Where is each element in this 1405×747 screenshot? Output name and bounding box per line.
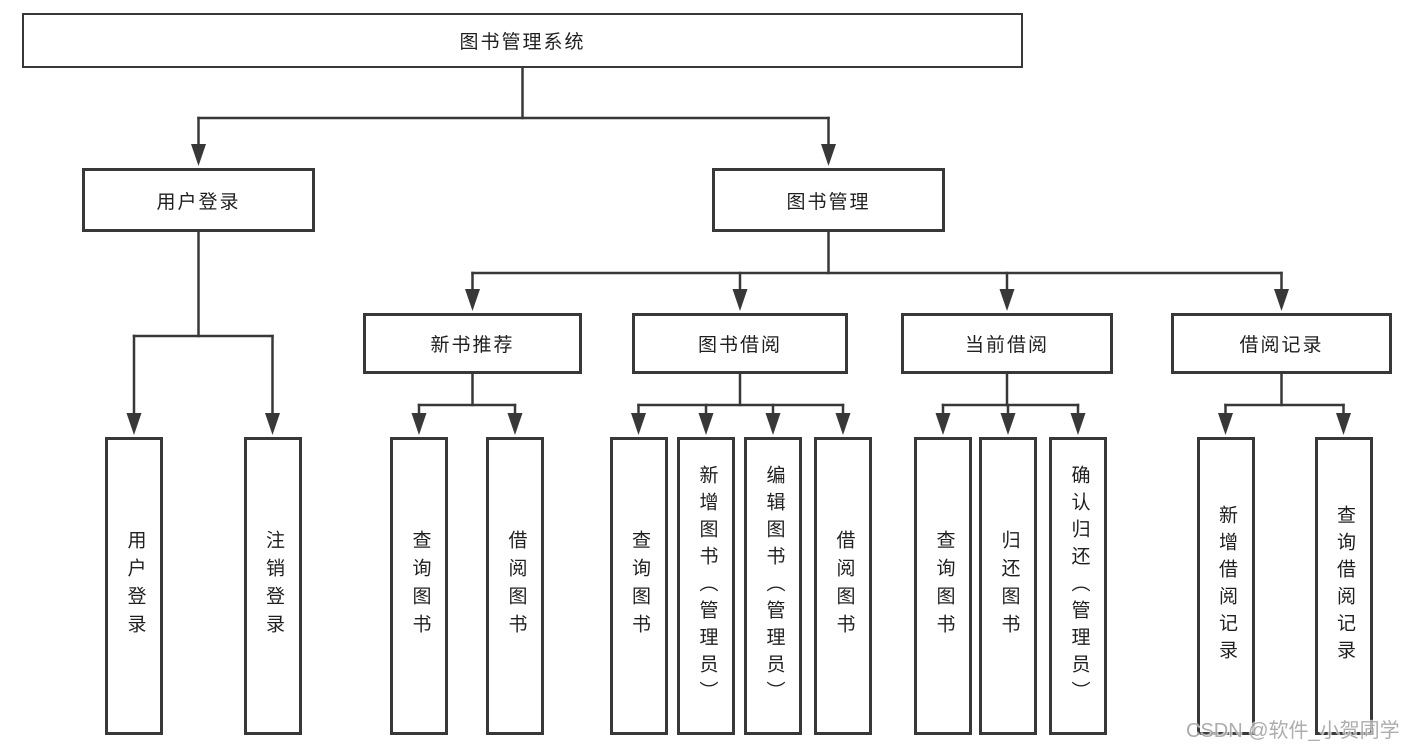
leaf-add-borrow-record: 新增借阅记录 bbox=[1196, 437, 1255, 735]
node-current-borrow: 当前借阅 bbox=[901, 313, 1113, 374]
leaf-return-books-label: 归还图书 bbox=[998, 530, 1020, 642]
leaf-query-borrow-record: 查询借阅记录 bbox=[1314, 437, 1373, 735]
leaf-edit-books-admin-label: 编辑图书（管理员） bbox=[763, 464, 785, 708]
leaf-logout-label: 注销登录 bbox=[262, 530, 284, 642]
leaf-borrow-books: 借阅图书 bbox=[814, 437, 872, 735]
node-book-borrow-label: 图书借阅 bbox=[697, 335, 782, 356]
leaf-return-books: 归还图书 bbox=[979, 437, 1037, 735]
node-book-management-label: 图书管理 bbox=[786, 191, 871, 213]
leaf-edit-books-admin: 编辑图书（管理员） bbox=[744, 437, 802, 735]
node-library-system-label: 图书管理系统 bbox=[459, 32, 586, 53]
leaf-confirm-return-admin-label: 确认归还（管理员） bbox=[1068, 464, 1090, 708]
leaf-recommend-query-books-label: 查询图书 bbox=[409, 530, 431, 642]
node-book-borrow: 图书借阅 bbox=[632, 313, 848, 374]
leaf-add-books-admin-label: 新增图书（管理员） bbox=[696, 464, 718, 708]
node-borrow-records: 借阅记录 bbox=[1171, 313, 1392, 374]
leaf-add-books-admin: 新增图书（管理员） bbox=[677, 437, 735, 735]
node-new-book-recommend: 新书推荐 bbox=[363, 313, 582, 374]
leaf-borrow-query-books: 查询图书 bbox=[609, 437, 668, 735]
node-current-borrow-label: 当前借阅 bbox=[964, 335, 1049, 356]
leaf-borrow-query-books-label: 查询图书 bbox=[628, 530, 650, 642]
node-book-management: 图书管理 bbox=[712, 168, 945, 232]
leaf-recommend-borrow-books-label: 借阅图书 bbox=[505, 530, 527, 642]
leaf-recommend-query-books: 查询图书 bbox=[390, 437, 448, 735]
leaf-logout: 注销登录 bbox=[243, 437, 302, 735]
leaf-confirm-return-admin: 确认归还（管理员） bbox=[1049, 437, 1107, 735]
node-user-login-label: 用户登录 bbox=[156, 191, 241, 213]
leaf-add-borrow-record-label: 新增借阅记录 bbox=[1215, 505, 1237, 667]
csdn-watermark: CSDN @软件_小贺同学 bbox=[1186, 720, 1400, 742]
leaf-user-login-label: 用户登录 bbox=[124, 530, 146, 642]
leaf-recommend-borrow-books: 借阅图书 bbox=[486, 437, 544, 735]
node-borrow-records-label: 借阅记录 bbox=[1239, 335, 1324, 356]
leaf-current-query-books-label: 查询图书 bbox=[933, 530, 955, 642]
leaf-current-query-books: 查询图书 bbox=[914, 437, 972, 735]
leaf-borrow-books-label: 借阅图书 bbox=[833, 530, 855, 642]
node-new-book-recommend-label: 新书推荐 bbox=[430, 335, 515, 356]
node-user-login: 用户登录 bbox=[82, 168, 315, 232]
leaf-query-borrow-record-label: 查询借阅记录 bbox=[1333, 505, 1355, 667]
node-library-system: 图书管理系统 bbox=[22, 13, 1023, 68]
leaf-user-login: 用户登录 bbox=[105, 437, 163, 735]
